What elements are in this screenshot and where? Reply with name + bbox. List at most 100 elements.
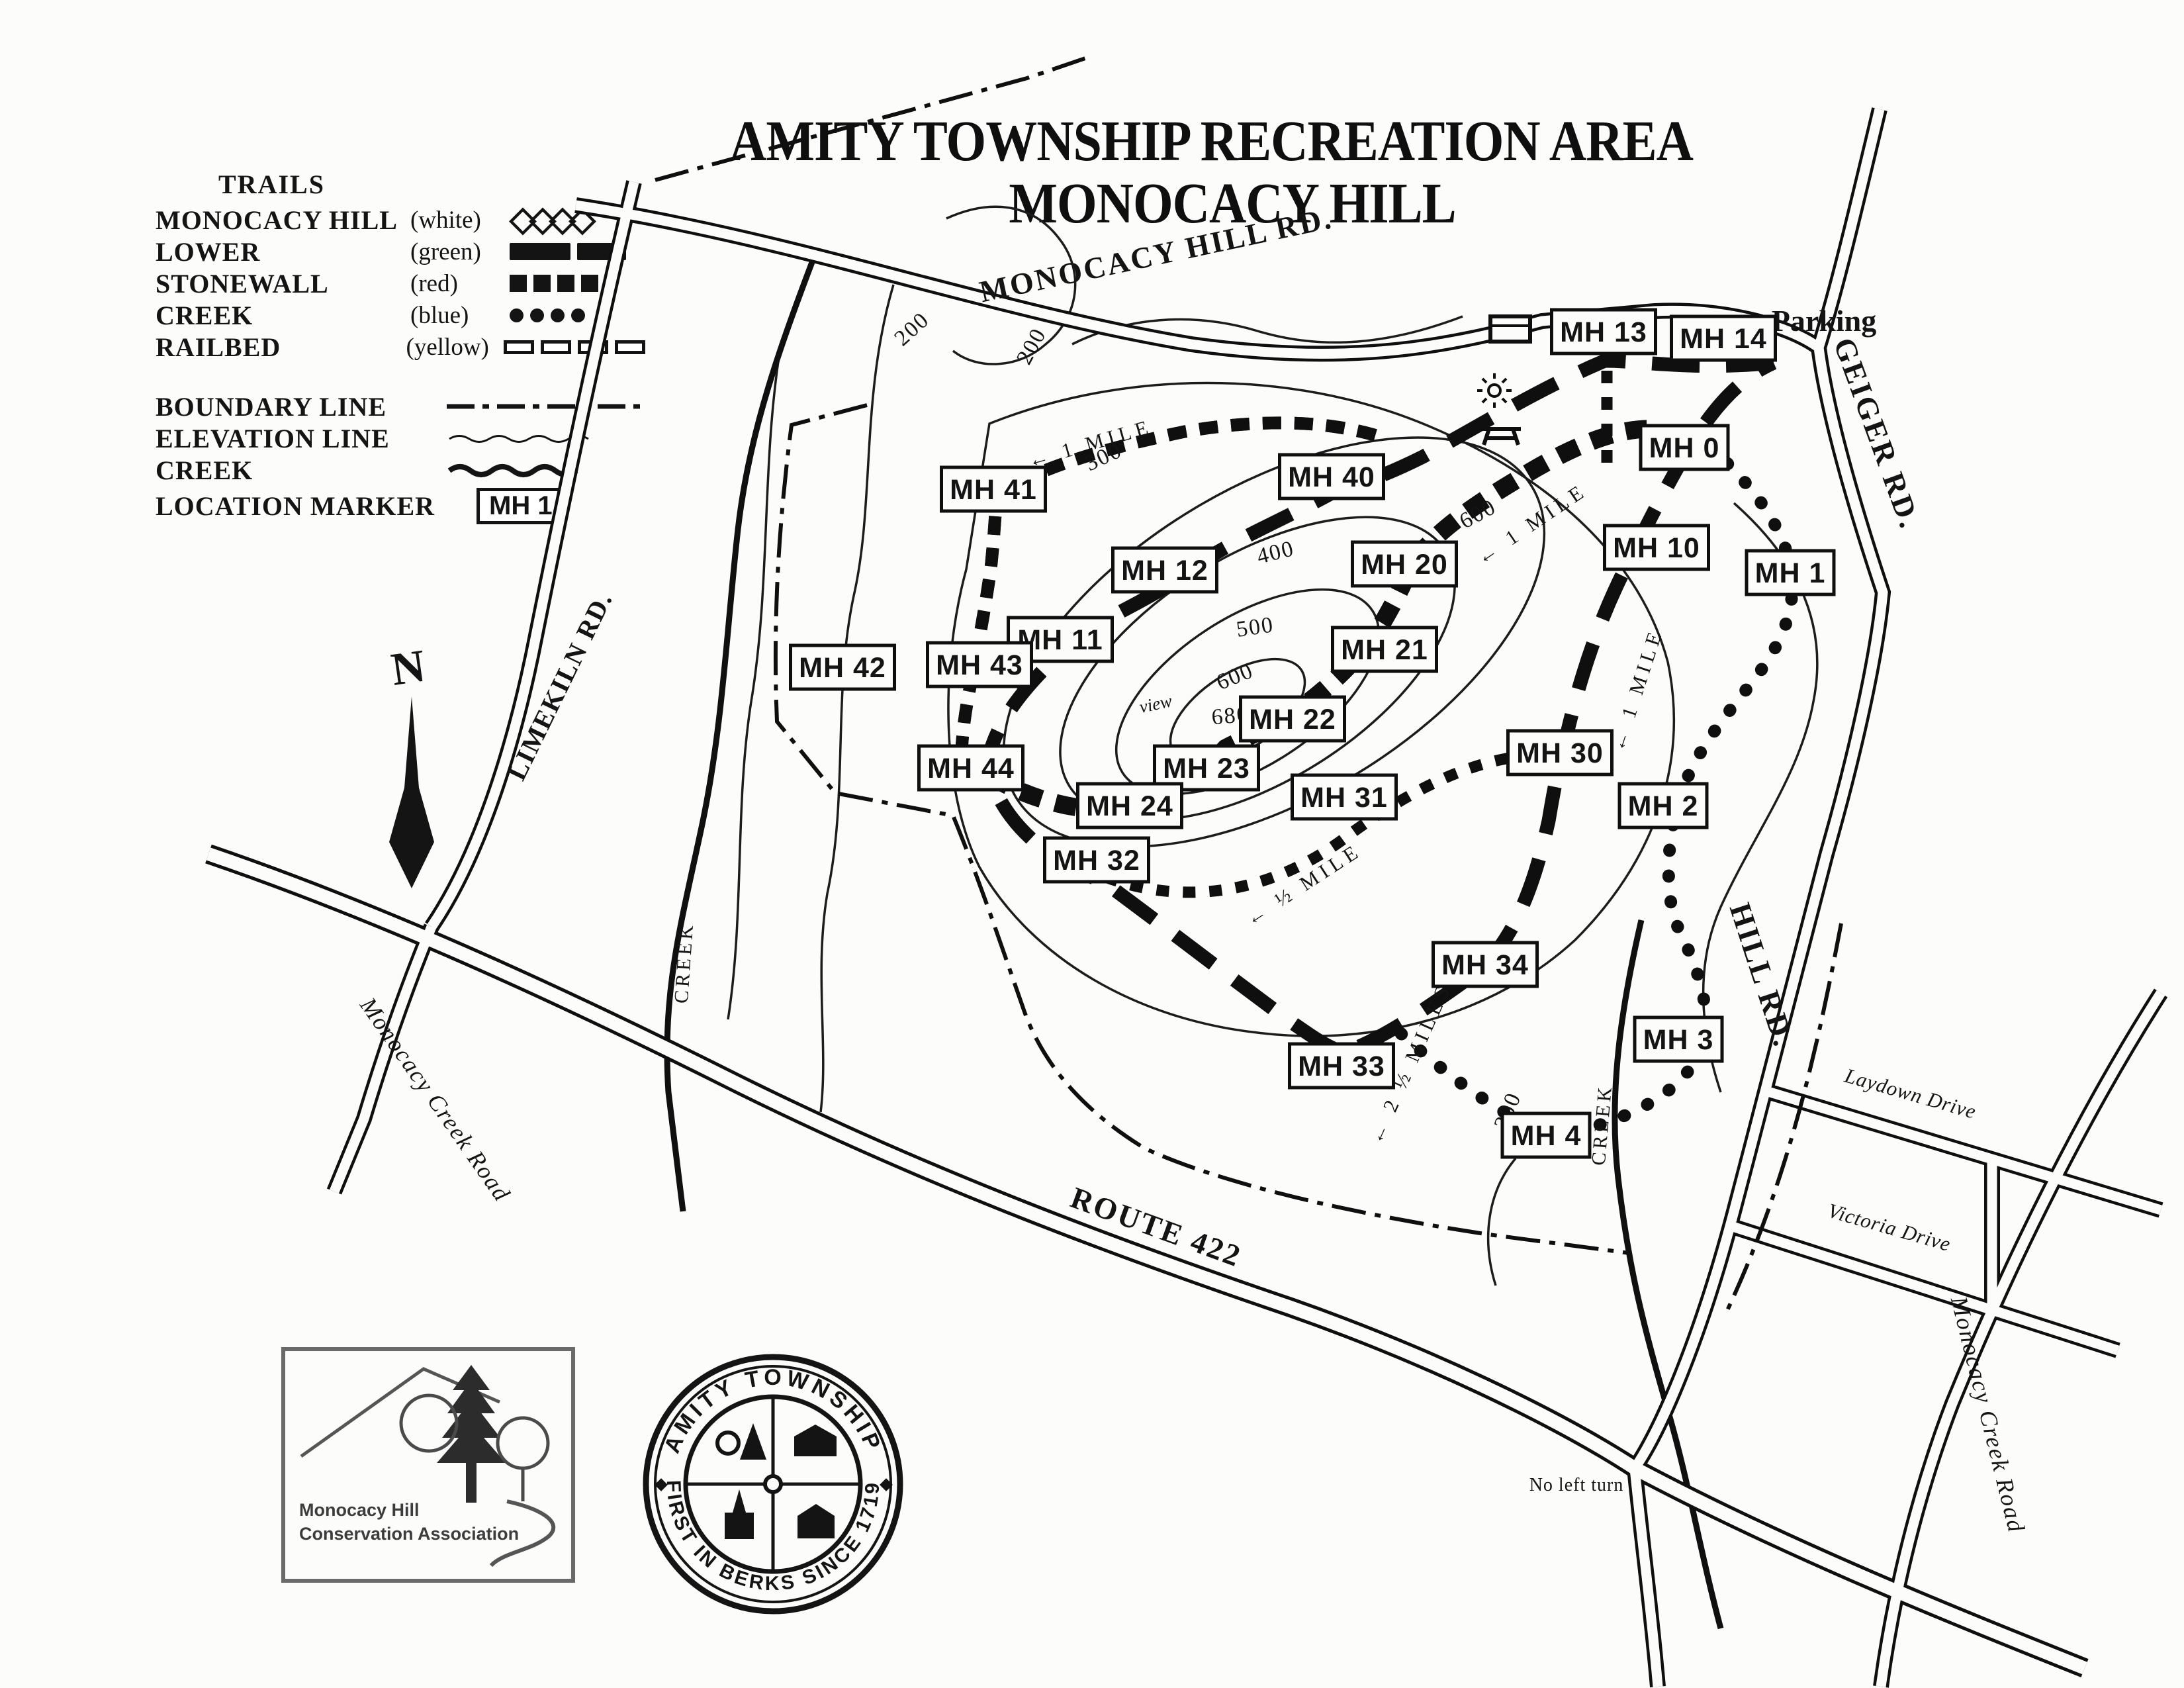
map-label: ← ½ MILE	[1241, 839, 1365, 931]
page-title-line2: MONOCACY HILL	[1009, 170, 1456, 236]
legend-row: CREEK	[156, 454, 645, 486]
location-marker-mh-42: MH 42	[789, 643, 896, 691]
location-marker-mh-22: MH 22	[1239, 695, 1346, 743]
map-label: Parking	[1772, 304, 1876, 338]
legend-item-label: CREEK	[156, 455, 253, 485]
location-marker-mh-24: MH 24	[1076, 782, 1183, 829]
north-arrow: N	[388, 641, 434, 888]
location-marker-label: MH 33	[1298, 1051, 1385, 1082]
logo-org-line1: Monocacy Hill	[299, 1500, 420, 1520]
location-marker-mh-14: MH 14	[1670, 314, 1777, 362]
legend-color-note: (blue)	[410, 301, 469, 329]
location-marker-mh-34: MH 34	[1432, 941, 1539, 988]
location-marker-label: MH 2	[1628, 790, 1699, 822]
legend-row: STONEWALL (red)	[156, 267, 645, 299]
location-marker-label: MH 1	[1755, 557, 1826, 589]
legend-item-label: MONOCACY HILL	[156, 205, 398, 235]
legend-heading: TRAILS	[218, 169, 325, 199]
map-label: No left turn	[1529, 1475, 1624, 1495]
location-marker-label: MH 42	[799, 652, 886, 684]
legend-color-note: (yellow)	[406, 333, 489, 361]
page-title-line1: AMITY TOWNSHIP RECREATION AREA	[729, 108, 1694, 173]
township-seal: AMITY TOWNSHIP FIRST IN BERKS SINCE 1719	[643, 1354, 903, 1615]
map-label: 200	[1012, 324, 1051, 369]
location-marker-label: MH 4	[1511, 1120, 1582, 1152]
location-marker-mh-1: MH 1	[1745, 549, 1836, 596]
conservation-association-logo: Monocacy Hill Conservation Association	[281, 1347, 575, 1583]
legend-location-marker-row: LOCATION MARKER MH 1	[156, 487, 645, 524]
legend-row: BOUNDARY LINE	[156, 391, 645, 422]
location-marker-label: MH 3	[1643, 1024, 1714, 1056]
legend-color-note: (red)	[410, 269, 458, 297]
legend-row: CREEK (blue)	[156, 299, 645, 331]
location-marker-label: MH 20	[1361, 549, 1448, 581]
location-marker-label: MH 41	[950, 474, 1037, 506]
legend-row: ELEVATION LINE	[156, 422, 645, 454]
legend-row: LOWER(green)	[156, 236, 645, 267]
map-labels-layer: MONOCACY HILL RD.GEIGER RD.HILL RD.LIMEK…	[355, 201, 2030, 1535]
location-marker-label: MH 44	[927, 753, 1015, 784]
legend-item-label: BOUNDARY LINE	[156, 391, 387, 422]
legend-symbol-dash-dot	[447, 402, 645, 411]
location-marker-label: MH 22	[1249, 704, 1336, 735]
location-marker-label: MH 0	[1649, 432, 1720, 464]
location-marker-label: MH 13	[1560, 316, 1647, 348]
logo-creek-squiggle	[489, 1499, 556, 1568]
location-marker-label: MH 40	[1288, 461, 1375, 493]
map-label: 600	[1455, 494, 1500, 534]
elevation-contours-layer	[727, 205, 1819, 1286]
map-label: CREEK	[670, 921, 698, 1004]
boundary-layer	[655, 56, 1843, 1319]
location-marker-label: MH 32	[1053, 845, 1140, 876]
location-marker-mh-21: MH 21	[1331, 626, 1438, 673]
legend-symbol-dots	[510, 308, 585, 322]
location-marker-mh-44: MH 44	[917, 744, 1024, 792]
location-marker-mh-3: MH 3	[1633, 1015, 1724, 1063]
map-label: MONOCACY HILL RD.	[977, 201, 1336, 308]
map-label: ← 1 MILE	[1472, 479, 1591, 569]
map-label: Monocacy Creek Road	[355, 992, 516, 1207]
location-marker-label: MH 34	[1441, 949, 1529, 981]
legend-symbol-squares	[510, 275, 598, 292]
location-marker-label: MH 10	[1613, 532, 1700, 564]
stonewall-trail	[1103, 371, 1613, 898]
map-label: CREEK	[1588, 1083, 1617, 1166]
logo-org-line2: Conservation Association	[299, 1524, 519, 1544]
picnic-table-icon	[1481, 427, 1521, 445]
location-marker-mh-32: MH 32	[1043, 836, 1150, 884]
sun-icon	[1477, 373, 1512, 408]
location-marker-mh-2: MH 2	[1617, 782, 1709, 829]
location-marker-label: MH 23	[1163, 753, 1250, 784]
legend-item-label: LOWER	[156, 236, 261, 267]
location-marker-label: MH 30	[1516, 737, 1604, 769]
seal-quadrant-icons	[715, 1423, 837, 1539]
location-marker-label: MH 31	[1300, 782, 1388, 814]
location-marker-mh-43: MH 43	[926, 641, 1033, 688]
location-marker-mh-41: MH 41	[940, 465, 1047, 513]
logo-deciduous-tree-icon	[399, 1393, 550, 1501]
location-marker-label: MH 14	[1680, 323, 1767, 355]
location-marker-mh-20: MH 20	[1351, 540, 1458, 588]
map-label: view	[1138, 690, 1174, 717]
legend-location-marker-example: MH 1	[477, 487, 565, 524]
legend-item-label: CREEK	[156, 300, 253, 330]
map-label: 200	[889, 307, 934, 351]
location-marker-mh-30: MH 30	[1506, 729, 1614, 776]
map-label: 500	[1235, 612, 1276, 642]
north-label: N	[388, 641, 429, 696]
legend-item-label: RAILBED	[156, 332, 281, 362]
location-marker-label: MH 12	[1121, 555, 1208, 586]
creeks-layer	[664, 247, 1724, 1630]
map-label: ← 1 MILE	[1606, 625, 1667, 754]
legend-row: MONOCACY HILL(white)◇◇◇◇	[156, 203, 645, 237]
amenity-icons	[1477, 314, 1532, 445]
seal-diamond-dots	[655, 1478, 893, 1491]
legend-location-marker-label: LOCATION MARKER	[156, 491, 435, 521]
legend-item-label: STONEWALL	[156, 268, 329, 299]
north-arrow-pointer	[389, 696, 434, 888]
roads-layer	[205, 109, 2161, 1687]
location-marker-mh-13: MH 13	[1550, 308, 1657, 355]
